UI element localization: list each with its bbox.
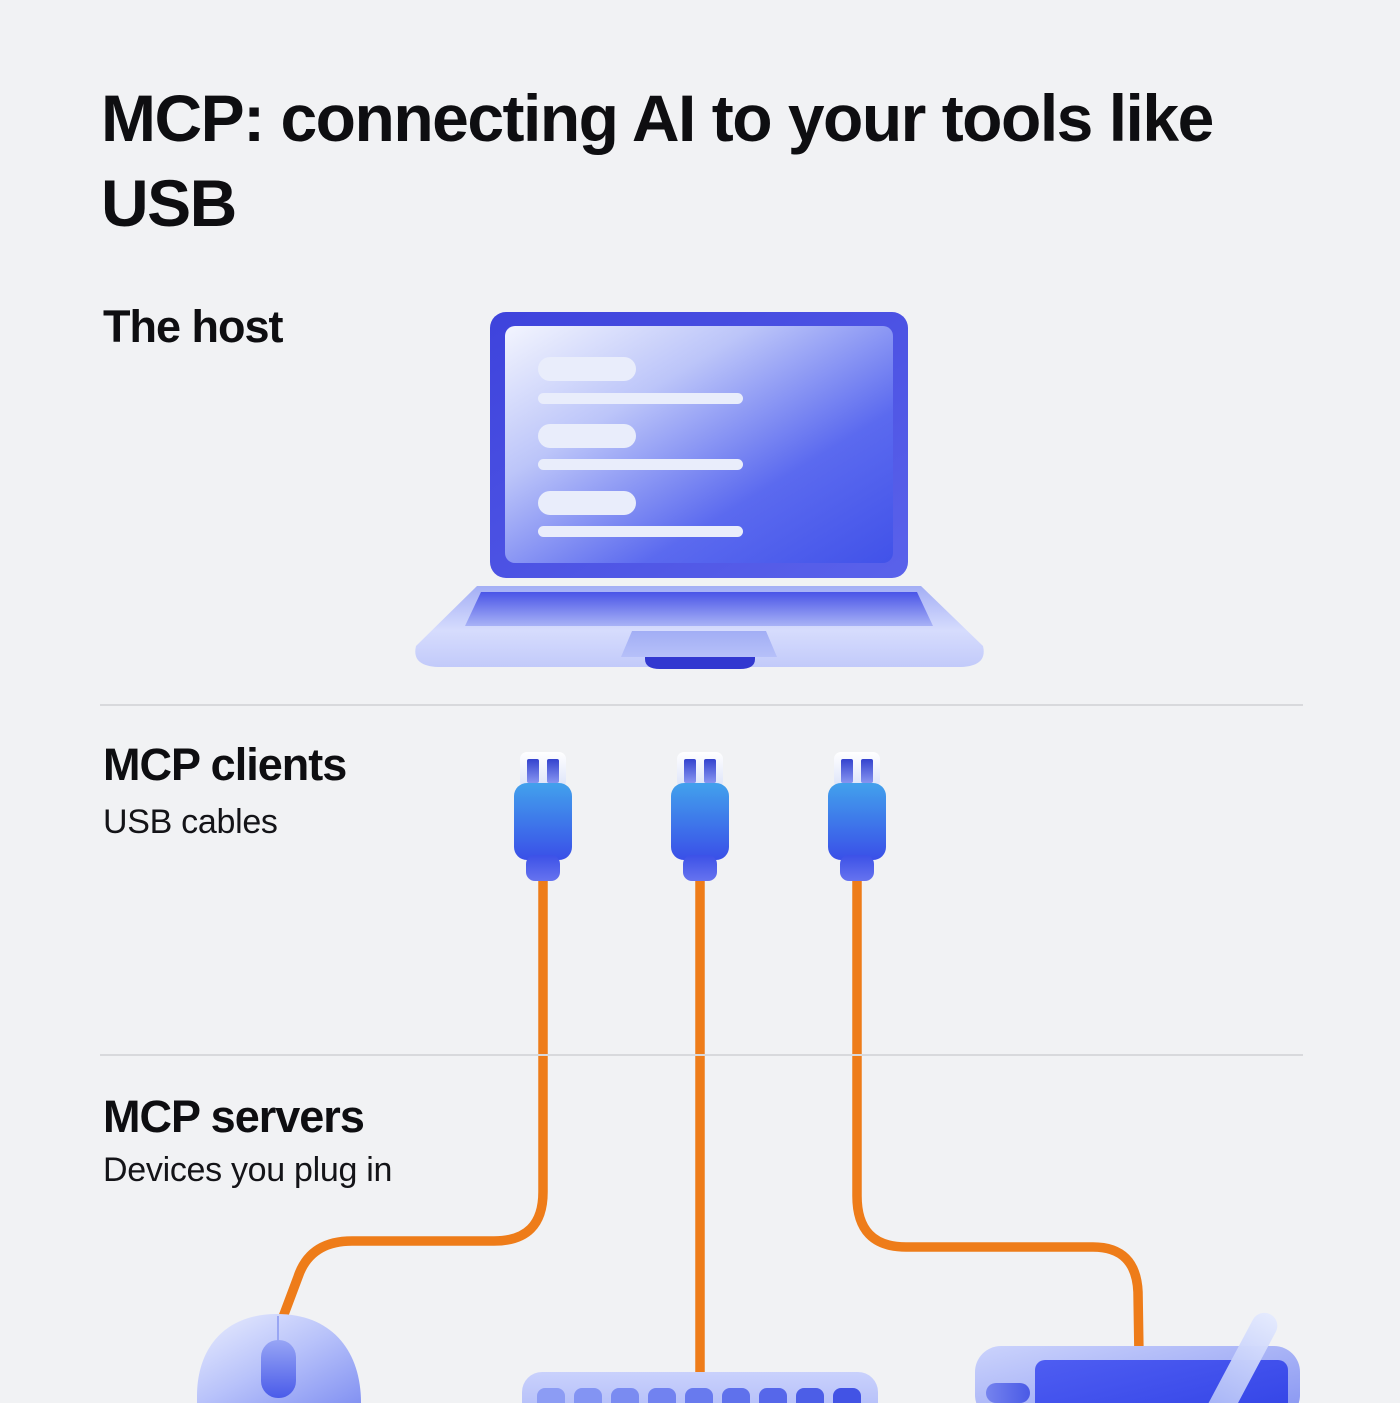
section-servers-subheading: Devices you plug in bbox=[103, 1151, 393, 1189]
keyboard-keys bbox=[537, 1388, 861, 1403]
keyboard-body bbox=[522, 1372, 878, 1403]
screen-content-lines bbox=[538, 357, 743, 537]
laptop-keyboard-deck bbox=[465, 592, 933, 626]
usb-connector-1 bbox=[514, 752, 572, 881]
divider-host-clients bbox=[100, 704, 1303, 706]
section-clients-heading: MCP clients bbox=[103, 739, 347, 790]
divider-clients-servers bbox=[100, 1054, 1303, 1056]
mouse-illustration bbox=[197, 1314, 361, 1403]
stylus-icon bbox=[1200, 1312, 1278, 1403]
tablet-button bbox=[986, 1383, 1030, 1403]
laptop-notch bbox=[645, 657, 755, 669]
laptop-illustration bbox=[415, 312, 984, 669]
section-servers-heading: MCP servers bbox=[103, 1091, 365, 1142]
cable-to-tablet bbox=[852, 863, 1144, 1360]
page-title: MCP: connecting AI to your tools like US… bbox=[101, 81, 1214, 241]
mouse-scroll-wheel bbox=[261, 1340, 296, 1398]
keyboard-illustration bbox=[522, 1372, 878, 1403]
tablet-illustration bbox=[975, 1312, 1300, 1403]
usb-connector-3 bbox=[828, 752, 886, 881]
section-host-heading: The host bbox=[103, 301, 283, 352]
section-clients-subheading: USB cables bbox=[103, 803, 278, 841]
laptop-touchpad bbox=[621, 631, 777, 657]
usb-cables bbox=[278, 863, 1144, 1390]
usb-connector-2 bbox=[671, 752, 729, 881]
cable-to-mouse bbox=[278, 863, 548, 1322]
